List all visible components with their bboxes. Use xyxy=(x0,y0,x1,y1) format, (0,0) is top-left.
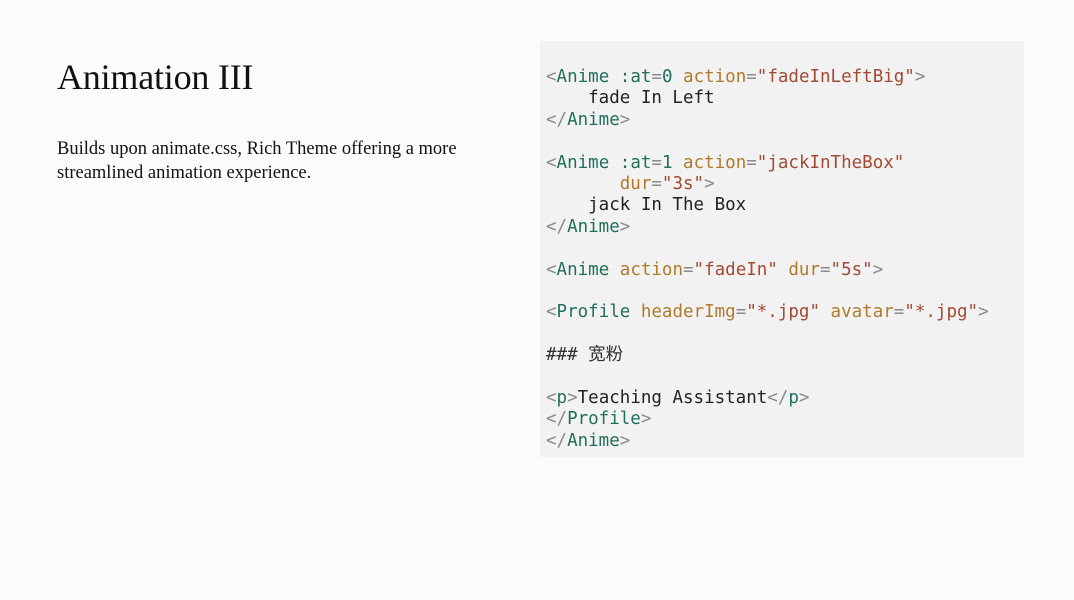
code-token: = xyxy=(893,302,905,323)
code-line: <p>Teaching Assistant</p> xyxy=(546,388,1024,409)
code-token xyxy=(609,260,620,280)
code-token: headerImg xyxy=(640,302,736,323)
code-token: "jackInTheBox" xyxy=(756,152,905,173)
code-token: > xyxy=(619,216,631,237)
code-token: Anime xyxy=(556,67,610,87)
code-token: 0 xyxy=(661,67,673,87)
code-token: fade In Left xyxy=(546,88,715,109)
code-token: Anime xyxy=(567,216,620,237)
code-token: Anime xyxy=(556,259,610,280)
code-line: </Anime> xyxy=(546,110,1024,131)
code-token: > xyxy=(872,259,884,280)
code-line xyxy=(546,324,1024,345)
code-line: dur="3s"> xyxy=(546,174,1024,195)
code-token: < xyxy=(546,302,557,323)
code-line: ### 宽粉 xyxy=(546,345,1024,366)
code-token: = xyxy=(820,259,831,280)
code-token: Anime xyxy=(567,109,620,130)
code-token: < xyxy=(546,259,557,280)
code-token: 1 xyxy=(661,152,673,173)
code-token: Profile xyxy=(567,409,641,430)
code-token: action xyxy=(683,67,747,87)
code-token: ### 宽粉 xyxy=(546,345,624,366)
code-token: "*.jpg" xyxy=(904,302,979,323)
code-line: <Profile headerImg="*.jpg" avatar="*.jpg… xyxy=(546,302,1024,323)
code-token: </ xyxy=(546,109,568,130)
code-token: = xyxy=(746,67,757,87)
code-block: <Anime :at=0 action="fadeInLeftBig"> fad… xyxy=(540,41,1024,457)
code-token: > xyxy=(640,409,652,430)
code-token: < xyxy=(546,387,557,408)
code-token: action xyxy=(619,259,683,280)
code-line xyxy=(546,131,1024,152)
code-token: avatar xyxy=(830,302,894,323)
code-token: = xyxy=(651,152,662,173)
code-token: "fadeIn" xyxy=(693,259,778,280)
text-column: Animation III Builds upon animate.css, R… xyxy=(57,55,507,185)
code-token xyxy=(778,260,789,280)
code-token xyxy=(672,153,683,173)
code-token: > xyxy=(978,302,989,323)
code-token: = xyxy=(683,259,694,280)
code-token: > xyxy=(798,387,810,408)
code-token: </ xyxy=(546,409,568,430)
code-token: > xyxy=(567,387,578,408)
code-token: </ xyxy=(546,216,568,237)
code-token: "*.jpg" xyxy=(746,302,820,323)
code-token: dur xyxy=(619,173,652,194)
code-token: < xyxy=(546,152,557,173)
code-line: </Anime> xyxy=(546,431,1024,452)
code-token: = xyxy=(735,302,747,323)
code-line: </Anime> xyxy=(546,217,1024,238)
code-token: > xyxy=(704,173,715,194)
code-token: :at xyxy=(619,152,652,173)
code-token: "fadeInLeftBig" xyxy=(756,67,915,87)
code-token: Profile xyxy=(556,302,631,323)
code-token: > xyxy=(914,67,926,87)
code-token: </ xyxy=(767,387,789,408)
code-token: Anime xyxy=(567,430,620,451)
code-token xyxy=(820,302,831,322)
code-token xyxy=(672,67,683,87)
code-line: </Profile> xyxy=(546,409,1024,430)
code-token: p xyxy=(788,387,799,408)
code-token: :at xyxy=(619,67,652,87)
code-line: fade In Left xyxy=(546,88,1024,109)
code-token xyxy=(546,174,620,194)
code-line xyxy=(546,281,1024,302)
code-token: > xyxy=(619,430,631,451)
code-line: <Anime action="fadeIn" dur="5s"> xyxy=(546,260,1024,281)
code-line xyxy=(546,366,1024,387)
code-token: p xyxy=(556,387,568,408)
code-token: = xyxy=(746,152,757,173)
code-line: <Anime :at=0 action="fadeInLeftBig"> xyxy=(546,67,1024,88)
slide-description: Builds upon animate.css, Rich Theme offe… xyxy=(57,139,457,183)
code-token xyxy=(609,153,620,173)
code-token: action xyxy=(683,152,747,173)
code-token xyxy=(630,302,641,322)
code-token: "3s" xyxy=(661,173,705,194)
code-token: "5s" xyxy=(830,259,873,280)
code-token: < xyxy=(546,67,557,87)
code-token: Anime xyxy=(556,152,610,173)
code-token: Teaching Assistant xyxy=(577,387,768,408)
code-token xyxy=(609,67,620,87)
page-title: Animation III xyxy=(57,57,254,97)
code-token: dur xyxy=(788,259,820,280)
code-token: > xyxy=(619,109,631,130)
code-token: jack In The Box xyxy=(546,195,747,216)
code-line: <Anime :at=1 action="jackInTheBox" xyxy=(546,153,1024,174)
code-token: = xyxy=(651,173,662,194)
code-line xyxy=(546,238,1024,259)
code-token: </ xyxy=(546,430,568,451)
code-line: jack In The Box xyxy=(546,195,1024,216)
code-token: = xyxy=(651,67,662,87)
